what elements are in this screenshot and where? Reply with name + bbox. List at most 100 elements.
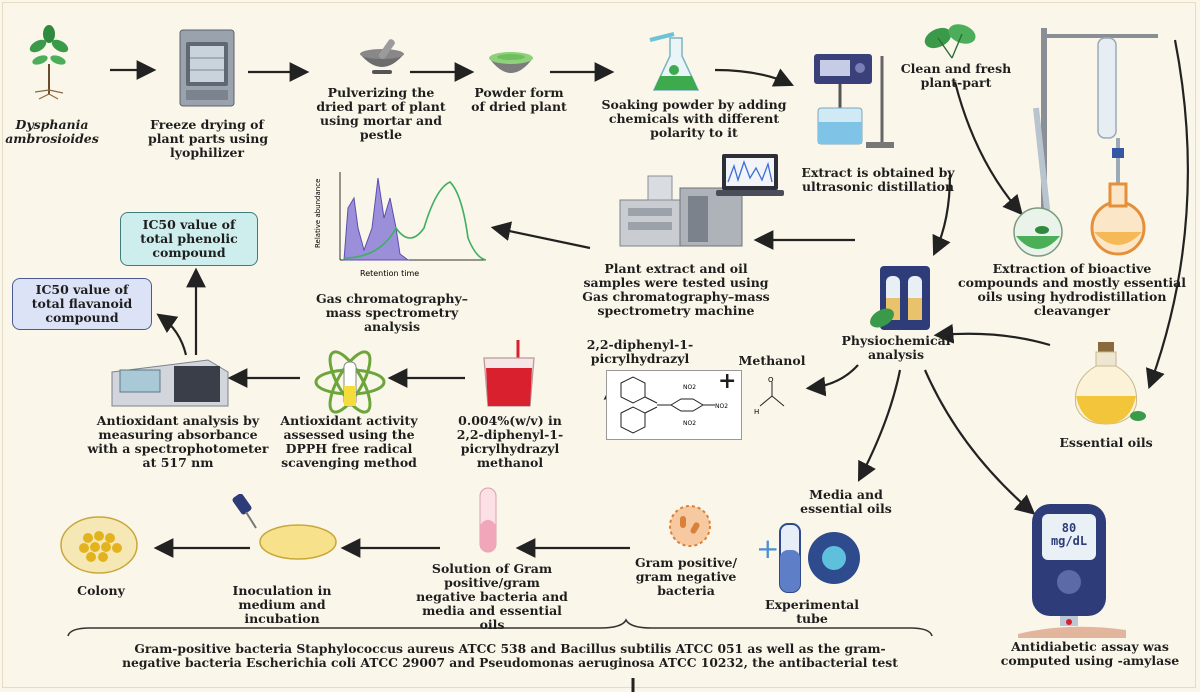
label-line: samples were tested using <box>583 275 769 290</box>
label-line: analysis <box>363 319 421 334</box>
leaves-icon <box>924 24 976 59</box>
label-line: oils using hydrodistillation <box>977 289 1167 304</box>
label-line: Plant extract and oil <box>604 261 748 276</box>
label-line: compounds and mostly essential <box>958 275 1187 290</box>
chromatogram-xlabel: Retention time <box>360 269 419 278</box>
oxygen-label: O <box>768 376 774 384</box>
laptop-icon <box>716 154 784 196</box>
label-line: ultrasonic distillation <box>801 179 955 194</box>
label-line: total phenolic <box>140 231 238 246</box>
label-methanol: Methanol <box>732 354 812 368</box>
label-colony: Colony <box>66 584 136 598</box>
arrow-oils-to-physio <box>933 323 1051 347</box>
culture-tube-icon <box>479 487 497 553</box>
label-line: measuring absorbance <box>98 427 258 442</box>
label-line: Freeze drying of <box>150 117 264 132</box>
gcms-machine-icon <box>619 175 743 247</box>
label-line: essential oils <box>800 501 892 516</box>
label-line: Gas chromatography– <box>316 291 468 306</box>
label-line: dried part of plant <box>316 99 446 114</box>
plus-symbol: + <box>718 368 737 394</box>
label-line: positive/gram <box>444 575 540 590</box>
chromatogram-ylabel: Relative abundance <box>314 179 322 248</box>
label-line: Gas chromatography–mass <box>582 289 770 304</box>
label-line: scavenging method <box>281 455 417 470</box>
label-line: Antidiabetic assay was <box>1011 639 1169 654</box>
bottom-bracket <box>67 618 933 637</box>
label-line: Solution of Gram <box>431 561 553 576</box>
label-line: Antioxidant activity <box>280 413 418 428</box>
mortar-pestle-icon <box>360 39 404 74</box>
glucometer-reading: 80 mg/dL <box>1044 522 1094 548</box>
label-line: chemicals with different <box>608 111 780 126</box>
label-line: gram negative <box>635 569 737 584</box>
label-line: IC50 value of <box>35 282 129 297</box>
glucometer-value: 80 <box>1061 521 1077 535</box>
label-line: DPPH free radical <box>285 441 413 456</box>
label-line: Colony <box>77 583 125 598</box>
vials-icon <box>870 266 930 330</box>
label-line: tube <box>796 611 828 626</box>
arrow-physio-to-media <box>857 369 902 482</box>
label-line: plant parts using <box>148 131 269 146</box>
label-line: incubation <box>244 611 320 626</box>
no2-group-right: NO2 <box>715 403 728 410</box>
petri-dish-icon <box>259 524 337 560</box>
arrow-physio-to-dpph <box>805 364 859 397</box>
no2-group-bottom: NO2 <box>683 420 696 427</box>
label-line: Powder form <box>474 85 564 100</box>
label-line: polarity to it <box>650 125 738 140</box>
hydrogen-label: H <box>754 408 759 416</box>
no2-group-top: NO2 <box>683 384 696 391</box>
label-line: negative bacteria Escherichia coli ATCC … <box>122 655 898 670</box>
label-line: Soaking powder by adding <box>601 97 787 112</box>
label-line: Essential oils <box>1059 435 1153 450</box>
virus-tube-icon: + <box>756 523 860 593</box>
label-line: Gram-positive bacteria Staphylococcus au… <box>134 641 886 656</box>
label-line: oils <box>479 617 505 632</box>
label-line: computed using -amylase <box>1000 653 1180 668</box>
label-line: 0.004%(w/v) in <box>458 413 562 428</box>
flask-icon <box>649 32 700 91</box>
label-line: compound <box>45 310 119 325</box>
label-line: methanol <box>476 455 544 470</box>
freeze-dryer-icon <box>179 29 235 107</box>
pipette-icon <box>232 494 257 529</box>
label-line: 2,2-diphenyl-1- <box>586 337 694 352</box>
label-line: mass spectrometry <box>325 305 459 320</box>
dpph-structure-icon: NO2 NO2 NO2 <box>620 376 728 434</box>
label-line: Experimental <box>765 597 859 612</box>
oil-bottle-icon <box>1074 342 1146 425</box>
label-line: 2,2-diphenyl-1- <box>456 427 564 442</box>
label-line: Extract is obtained by <box>801 165 955 180</box>
label-line: lyophilizer <box>169 145 245 160</box>
label-line: ambrosioides <box>5 131 99 146</box>
atom-icon <box>314 350 386 414</box>
spectrophotometer-icon <box>111 359 229 407</box>
label-line: IC50 value of <box>142 217 236 232</box>
colony-dish-icon <box>60 516 138 574</box>
label-line: plant-part <box>920 75 992 90</box>
methanol-structure-icon: O H <box>754 376 785 416</box>
beaker-red-icon <box>483 340 535 407</box>
label-line: spectrometry machine <box>597 303 755 318</box>
